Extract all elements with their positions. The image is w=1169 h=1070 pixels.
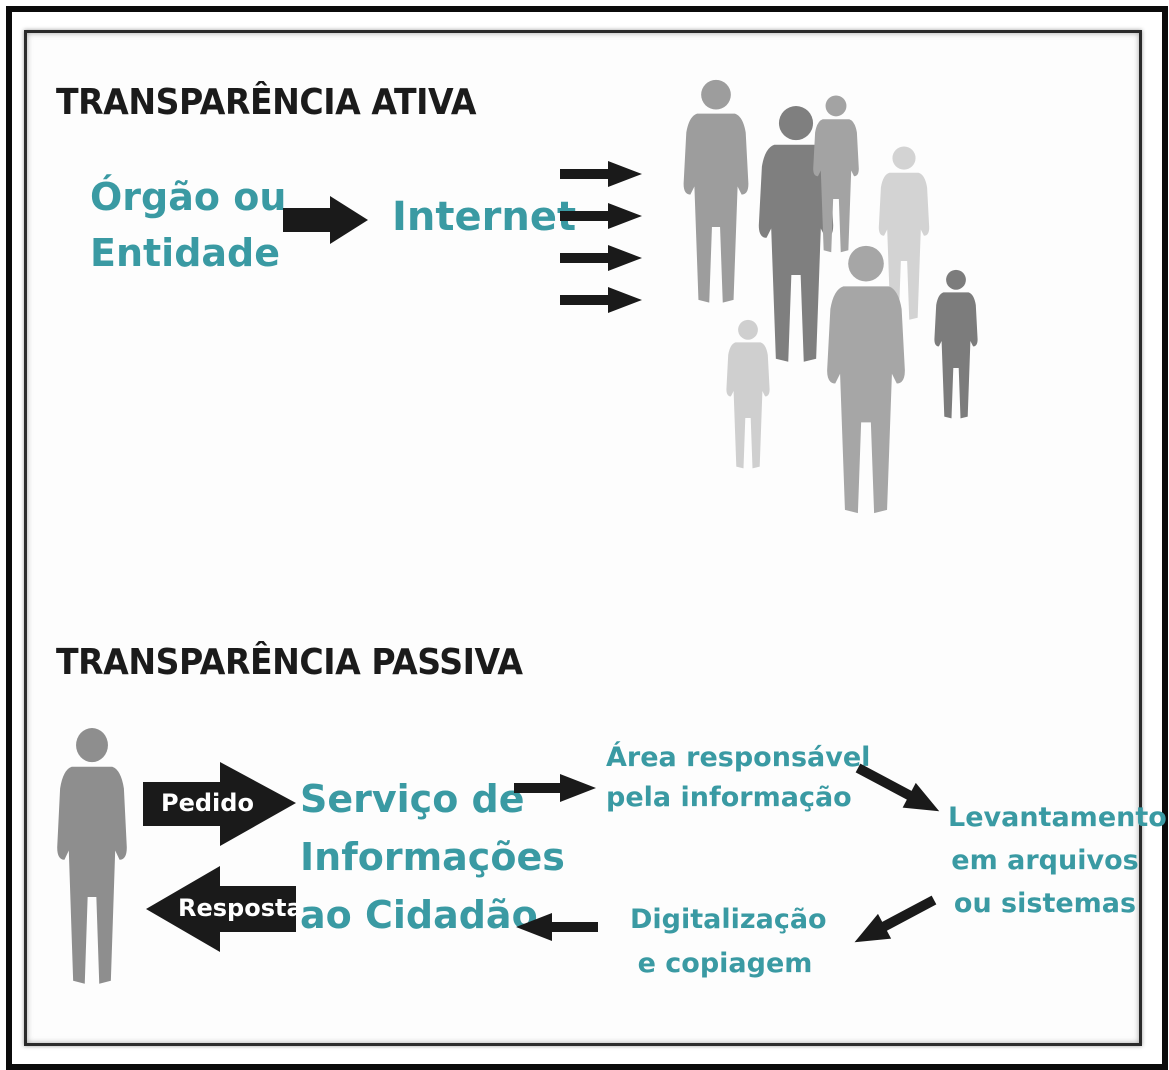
- survey-label-line1: Levantamento: [948, 802, 1167, 833]
- survey-to-digitization-arrow: [854, 895, 937, 943]
- request-label: Pedido: [161, 789, 254, 817]
- broadcast-arrow-2: [560, 203, 642, 229]
- response-label: Resposta: [178, 894, 303, 922]
- digitization-label-line1: Digitalização: [630, 904, 827, 935]
- survey-label: Levantamento em arquivos ou sistemas: [948, 796, 1167, 925]
- broadcast-arrow-3: [560, 245, 642, 271]
- broadcast-arrows: [560, 161, 642, 313]
- crowd-people-icon: [683, 79, 978, 514]
- citizen-person-icon: [57, 728, 127, 984]
- source-label-line1: Órgão ou: [90, 175, 287, 219]
- responsible-area-label: Área responsável pela informação: [606, 738, 871, 818]
- sic-label-line3: ao Cidadão: [300, 893, 538, 937]
- passive-transparency-heading: TRANSPARÊNCIA PASSIVA: [56, 642, 523, 683]
- responsible-area-line2: pela informação: [606, 782, 852, 813]
- responsible-area-line1: Área responsável: [606, 742, 871, 773]
- outer-frame: [6, 6, 1168, 1070]
- broadcast-arrow-1: [560, 161, 642, 187]
- request-arrow: [143, 762, 296, 846]
- area-to-survey-arrow: [855, 763, 940, 812]
- active-transparency-heading: TRANSPARÊNCIA ATIVA: [56, 82, 477, 123]
- response-arrow: [146, 866, 296, 952]
- active-main-arrow: [283, 196, 368, 244]
- digitization-to-sic-arrow: [516, 913, 598, 941]
- survey-label-line3: ou sistemas: [953, 888, 1137, 919]
- survey-label-line2: em arquivos: [951, 845, 1139, 876]
- digitization-label: Digitalização e copiagem: [630, 898, 827, 986]
- sic-to-area-arrow: [514, 774, 596, 802]
- source-label-line2: Entidade: [90, 231, 281, 275]
- broadcast-arrow-4: [560, 287, 642, 313]
- internet-label: Internet: [392, 194, 577, 240]
- digitization-label-line2: e copiagem: [637, 948, 813, 979]
- sic-label-line1: Serviço de: [300, 777, 525, 821]
